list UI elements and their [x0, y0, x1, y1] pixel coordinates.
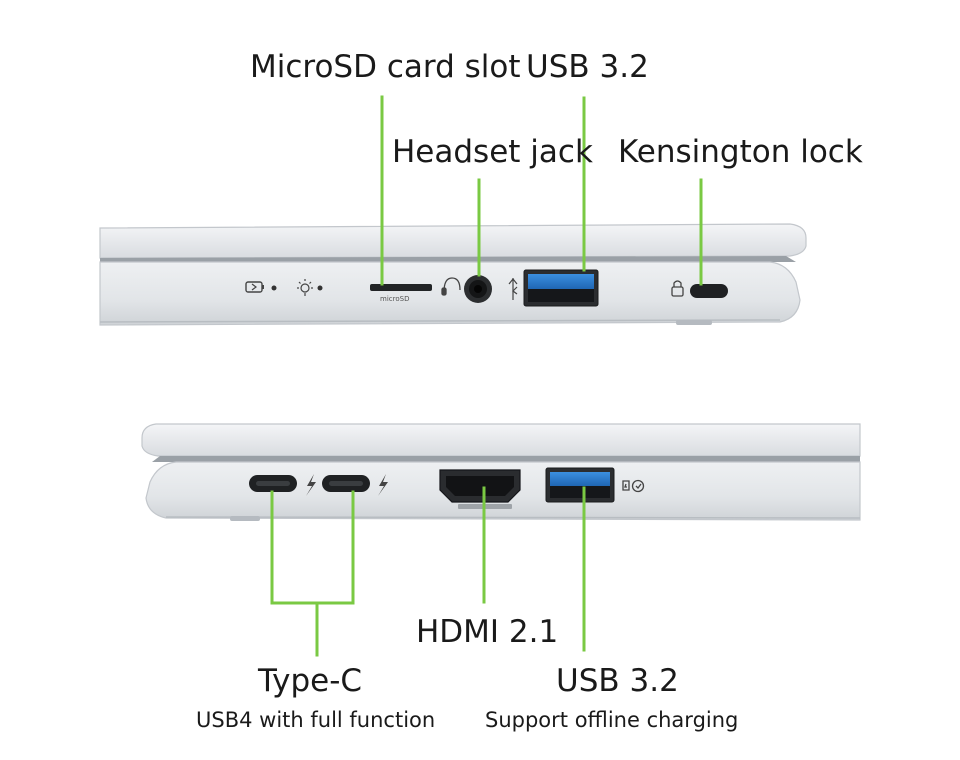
- laptop-right-side: [141, 423, 861, 521]
- lock-icon: [671, 280, 684, 297]
- kensington-lock-slot[interactable]: [690, 284, 728, 298]
- laptop-base: [99, 261, 801, 326]
- callout-lines: [270, 95, 703, 657]
- usb-a-port-top[interactable]: [523, 269, 599, 307]
- battery-led: [271, 285, 277, 291]
- offline-charge-icon: [622, 479, 645, 493]
- label-headset-jack: Headset jack: [392, 134, 593, 170]
- label-microsd-card-slot: MicroSD card slot: [250, 49, 521, 85]
- headset-jack[interactable]: [464, 275, 492, 303]
- thunderbolt-icon: [306, 474, 316, 496]
- label-usb-bottom: USB 3.2: [556, 663, 679, 699]
- label-usb-bottom-sub: Support offline charging: [485, 708, 739, 732]
- label-type-c-sub: USB4 with full function: [196, 708, 436, 732]
- laptop-lid: [141, 423, 861, 457]
- headset-icon: [441, 277, 461, 296]
- usb-a-port-bottom[interactable]: [545, 467, 615, 503]
- power-light-icon: [297, 279, 313, 296]
- label-hdmi: HDMI 2.1: [416, 614, 559, 650]
- usb-charge-icon: [508, 278, 518, 300]
- laptop-left-side: microSD: [99, 223, 807, 326]
- battery-status-icon: [245, 281, 264, 293]
- laptop-lid: [99, 223, 807, 259]
- label-usb-top: USB 3.2: [526, 49, 649, 85]
- callout-typec: [270, 490, 355, 657]
- microsd-slot[interactable]: [370, 284, 432, 291]
- hdmi-port[interactable]: [439, 469, 521, 509]
- power-led: [317, 285, 323, 291]
- label-type-c: Type-C: [258, 663, 363, 699]
- thunderbolt-icon: [378, 474, 388, 496]
- label-kensington-lock: Kensington lock: [618, 134, 863, 170]
- microsd-slot-marking: microSD: [380, 295, 409, 303]
